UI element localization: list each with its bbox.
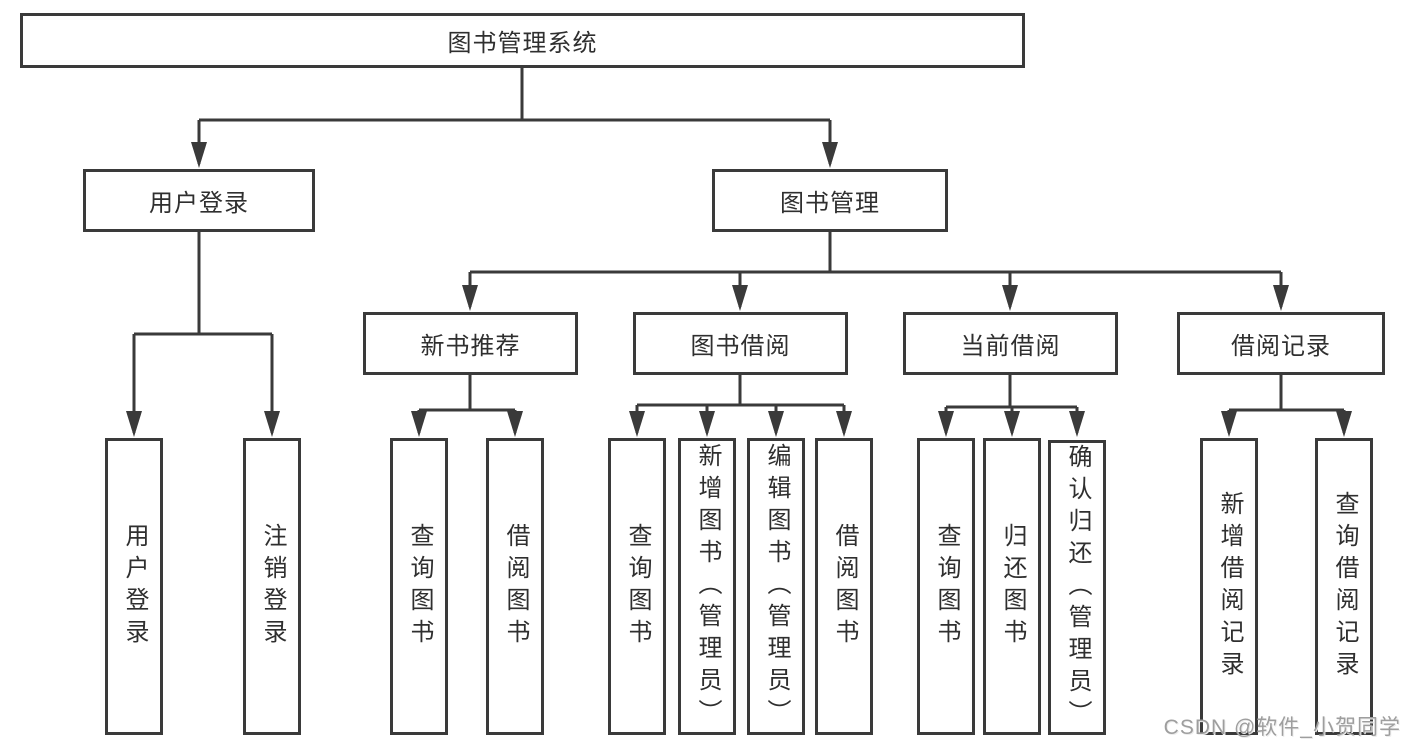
leaf-bb-borrow-books: 借阅图书: [815, 438, 873, 735]
leaf-user-login-label: 用户登录: [121, 522, 148, 651]
node-new-book-rec-label: 新书推荐: [420, 333, 521, 360]
leaf-bb-add-books-admin-label: 新增图书（管理员）: [694, 442, 721, 731]
node-book-borrow-label: 图书借阅: [690, 333, 791, 360]
connector-book-mgmt-stem: [470, 232, 1281, 274]
connector-book-borrow-stem: [637, 375, 844, 407]
leaf-logout-label: 注销登录: [259, 522, 286, 651]
connector-borrow-records-stem: [1229, 375, 1344, 412]
leaf-bb-query-books-label: 查询图书: [624, 522, 651, 651]
csdn-watermark: CSDN @软件_小贺同学: [1163, 716, 1401, 739]
connector-current-borrow-stem: [946, 375, 1077, 409]
node-current-borrow: 当前借阅: [903, 312, 1118, 375]
leaf-cb-query-books: 查询图书: [917, 438, 975, 735]
connector-user-login-stem: [134, 232, 272, 336]
leaf-bb-query-books: 查询图书: [608, 438, 666, 735]
leaf-bb-add-books-admin: 新增图书（管理员）: [678, 438, 736, 735]
leaf-nbr-borrow-books: 借阅图书: [486, 438, 544, 735]
node-borrow-records-label: 借阅记录: [1231, 333, 1331, 360]
leaf-cb-return-books: 归还图书: [983, 438, 1041, 735]
leaf-logout: 注销登录: [243, 438, 301, 735]
leaf-cb-confirm-return-admin-label: 确认归还（管理员）: [1064, 443, 1091, 732]
leaf-nbr-borrow-books-label: 借阅图书: [502, 522, 529, 651]
leaf-br-add-record: 新增借阅记录: [1200, 438, 1258, 735]
node-root: 图书管理系统: [20, 13, 1025, 68]
node-borrow-records: 借阅记录: [1177, 312, 1385, 375]
connector-new-book-rec-stem: [419, 375, 515, 412]
leaf-nbr-query-books-label: 查询图书: [406, 522, 433, 651]
leaf-br-query-record-label: 查询借阅记录: [1331, 490, 1358, 683]
leaf-br-add-record-label: 新增借阅记录: [1216, 490, 1243, 683]
leaf-nbr-query-books: 查询图书: [390, 438, 448, 735]
node-new-book-rec: 新书推荐: [363, 312, 578, 375]
node-user-login: 用户登录: [83, 169, 315, 232]
leaf-bb-borrow-books-label: 借阅图书: [831, 522, 858, 651]
leaf-br-query-record: 查询借阅记录: [1315, 438, 1373, 735]
node-current-borrow-label: 当前借阅: [960, 333, 1061, 360]
node-book-mgmt-label: 图书管理: [780, 190, 880, 217]
leaf-cb-return-books-label: 归还图书: [999, 522, 1026, 651]
leaf-bb-edit-books-admin-label: 编辑图书（管理员）: [763, 442, 790, 731]
node-book-mgmt: 图书管理: [712, 169, 948, 232]
node-user-login-label: 用户登录: [149, 190, 249, 217]
leaf-cb-query-books-label: 查询图书: [933, 522, 960, 651]
node-root-label: 图书管理系统: [447, 30, 598, 57]
leaf-user-login: 用户登录: [105, 438, 163, 735]
connector-root-stem: [199, 68, 830, 122]
leaf-cb-confirm-return-admin: 确认归还（管理员）: [1048, 440, 1106, 735]
node-book-borrow: 图书借阅: [633, 312, 848, 375]
leaf-bb-edit-books-admin: 编辑图书（管理员）: [747, 438, 805, 735]
